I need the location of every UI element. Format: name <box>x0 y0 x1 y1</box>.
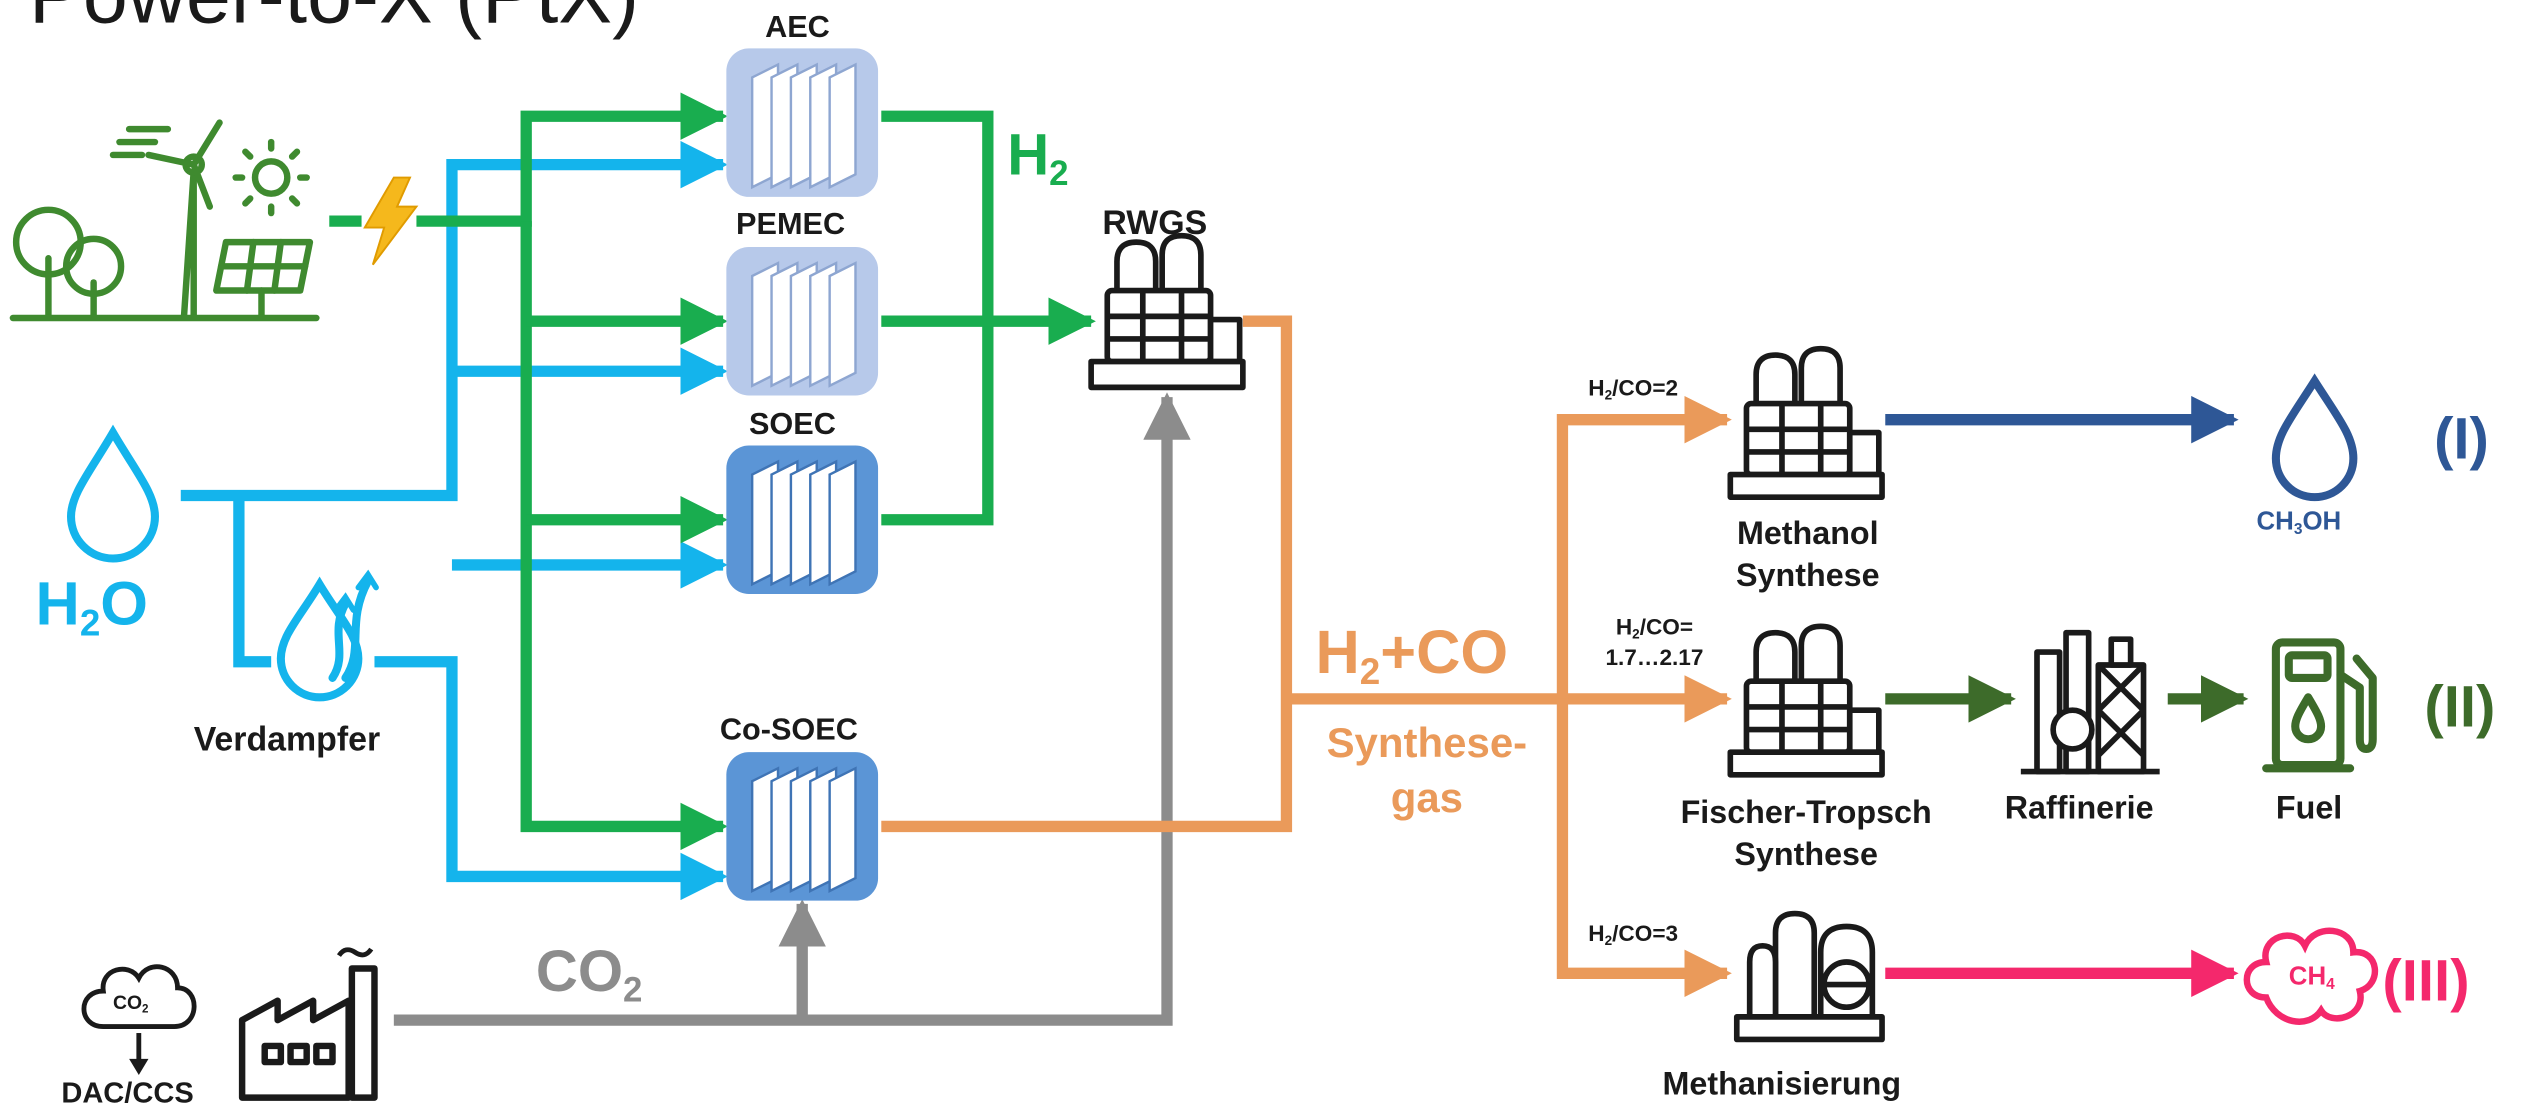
h2-label: H2 <box>1007 121 1069 193</box>
dac-icon-label: CO2 <box>112 991 149 1016</box>
renewable-energy-icon <box>9 119 320 322</box>
ft-synthese-label: Fischer-Tropsch Synthese <box>1680 795 1932 874</box>
power-main-line <box>416 92 728 227</box>
methanisierung-label: Methanisierung <box>1662 1066 1902 1103</box>
power-lines <box>329 92 728 851</box>
co2-lines <box>393 392 1191 1026</box>
soec-stack-icon <box>726 445 879 594</box>
syngas-to-methanisierung <box>1556 698 1732 998</box>
water-main-line <box>180 140 728 502</box>
product-roman-i: (I) <box>2434 405 2489 472</box>
raffinerie-icon <box>2020 629 2160 775</box>
co2-label: CO2 <box>535 937 643 1010</box>
methanisierung-reactor-icon <box>1733 910 1885 1043</box>
fuel-pump-icon <box>2262 638 2377 773</box>
syngas-lines <box>881 315 1732 998</box>
co2-main-line <box>393 392 1191 1026</box>
factory-icon <box>238 947 378 1101</box>
verdampfer-label: Verdampfer <box>193 721 381 759</box>
rwgs-label: RWGS <box>1102 204 1208 243</box>
page-title: Power-to-X (PtX) <box>29 0 639 36</box>
power-down-line <box>520 221 728 851</box>
ft-reactor-icon <box>1727 623 1885 778</box>
pemec-stack-icon <box>726 246 879 396</box>
raffinerie-label: Raffinerie <box>2004 790 2154 827</box>
ratio-methan: H2/CO=3 <box>1588 920 1679 949</box>
methane-cloud-icon <box>2243 927 2378 1025</box>
product-roman-iii: (III) <box>2382 947 2470 1014</box>
cosoec-label: Co-SOEC <box>719 713 858 748</box>
water-to-verdampfer <box>233 495 272 668</box>
aec-stack-icon <box>726 48 879 197</box>
syngas-to-methanol <box>1556 395 1732 699</box>
product-roman-ii: (II) <box>2424 673 2496 740</box>
dac-cloud-icon <box>81 964 197 1075</box>
dac-label: DAC/CCS <box>61 1076 194 1109</box>
steam-line <box>374 656 728 901</box>
h2o-label: H2O <box>35 571 149 644</box>
ratio-methanol: H2/CO=2 <box>1588 374 1679 403</box>
aec-label: AEC <box>765 11 830 46</box>
water-lines <box>180 140 728 901</box>
ch3oh-label: CH3OH <box>2256 508 2342 539</box>
water-drop-icon <box>66 424 159 563</box>
lightning-icon <box>363 176 419 266</box>
soec-label: SOEC <box>748 408 836 443</box>
rwgs-reactor-icon <box>1088 232 1246 391</box>
syngas-formula: H2+CO <box>1315 619 1509 693</box>
verdampfer-icon <box>276 569 379 702</box>
syngas-label: Synthese- gas <box>1326 718 1528 822</box>
syngas-from-rwgs <box>881 315 1293 833</box>
ratio-ft: H2/CO= 1.7…2.17 <box>1605 613 1704 670</box>
methanol-synthese-label: Methanol Synthese <box>1736 516 1880 594</box>
hydrogen-lines <box>881 110 1096 526</box>
methanol-reactor-icon <box>1727 345 1885 500</box>
pemec-label: PEMEC <box>736 208 846 243</box>
fuel-label: Fuel <box>2275 790 2343 827</box>
methanol-drop-icon <box>2271 373 2358 502</box>
ch4-label: CH4 <box>2288 963 2335 995</box>
cosoec-stack-icon <box>726 752 879 901</box>
